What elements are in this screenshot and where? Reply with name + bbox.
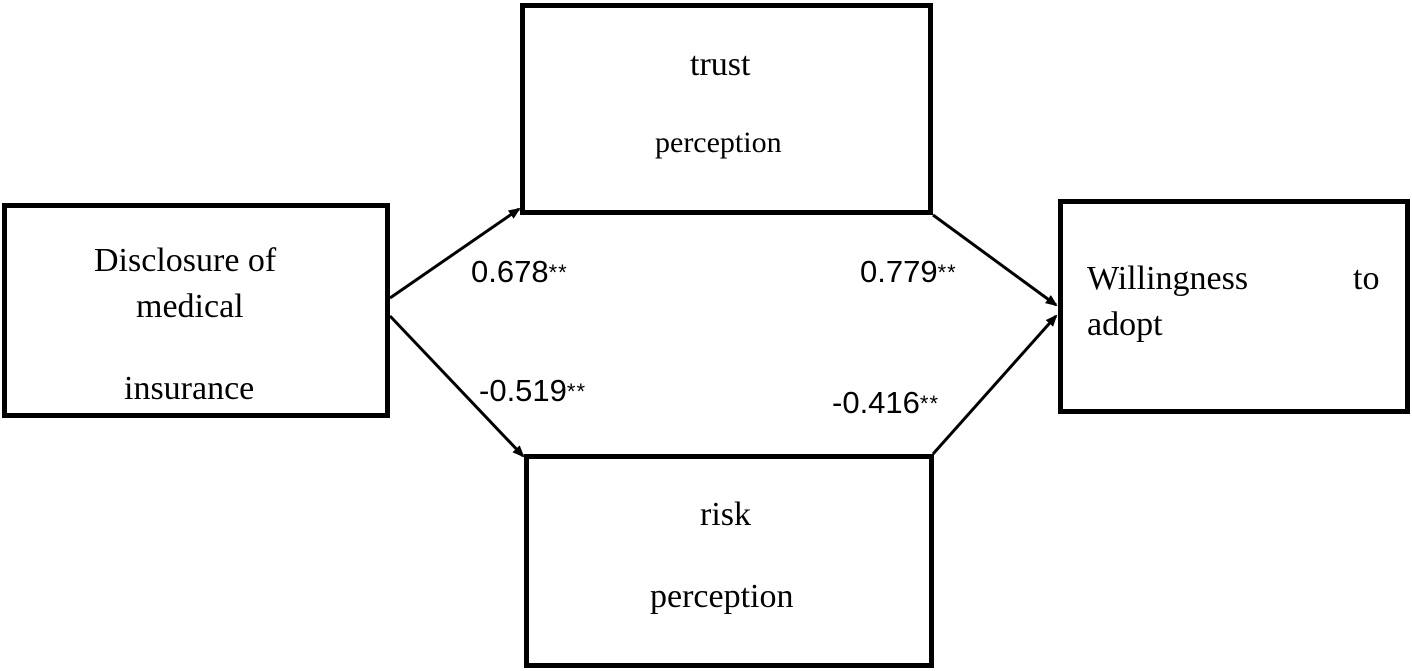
disclosure-label-line-3: insurance: [124, 370, 255, 407]
willingness-label-word-2: to: [1353, 260, 1380, 297]
disclosure-label-line-2: medical: [136, 288, 244, 325]
significance-stars: **: [566, 379, 587, 404]
arrow-disclosure-to-trust: [389, 207, 521, 300]
willingness-to-adopt-box: [1058, 199, 1410, 414]
arrow-trust-to-willingness: [932, 213, 1058, 307]
arrow-disclosure-to-risk: [388, 314, 525, 458]
disclosure-label-line-1: Disclosure of: [94, 242, 277, 279]
coefficient-value: 0.678: [471, 254, 549, 289]
risk-perception-box: [524, 454, 934, 668]
trust-label-line-1: trust: [690, 46, 751, 83]
willingness-label-word-3: adopt: [1087, 306, 1163, 343]
significance-stars: **: [548, 260, 568, 285]
disclosure-of-medical-insurance-box: [2, 203, 390, 418]
coefficient-value: -0.519: [479, 373, 567, 408]
coefficient-disclosure-to-trust: 0.678**: [471, 256, 568, 287]
arrow-risk-to-willingness: [931, 314, 1058, 455]
willingness-label-word-1: Willingness: [1087, 260, 1249, 297]
significance-stars: **: [937, 260, 957, 285]
risk-label-line-1: risk: [700, 496, 751, 533]
significance-stars: **: [919, 391, 940, 416]
trust-perception-box: [520, 3, 933, 215]
coefficient-disclosure-to-risk: -0.519**: [479, 375, 586, 406]
risk-label-line-2: perception: [650, 578, 794, 615]
trust-label-line-2: perception: [655, 126, 782, 159]
coefficient-trust-to-willingness: 0.779**: [860, 256, 957, 287]
coefficient-value: -0.416: [832, 385, 920, 420]
coefficient-risk-to-willingness: -0.416**: [832, 387, 939, 418]
coefficient-value: 0.779: [860, 254, 938, 289]
